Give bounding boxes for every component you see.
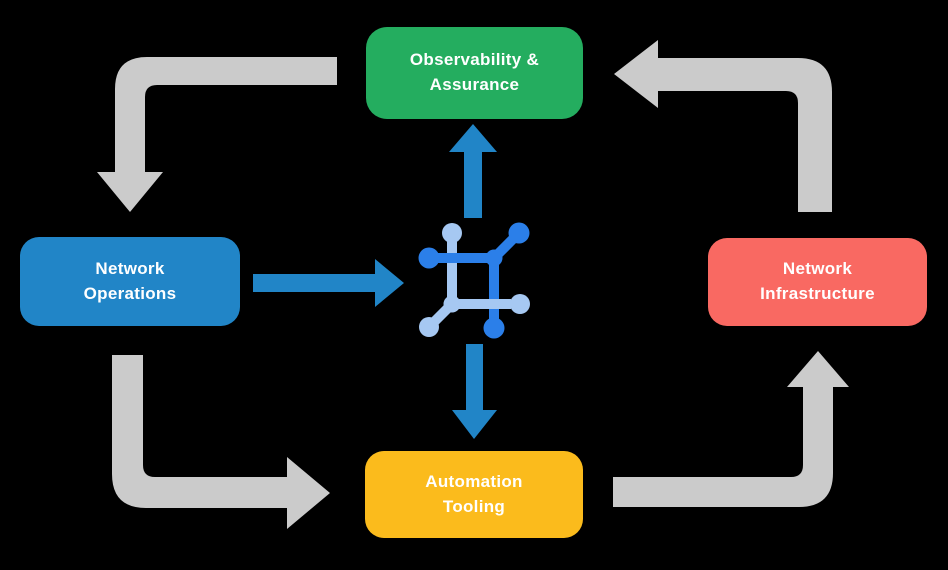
node-label-line: Infrastructure <box>760 284 875 303</box>
arrow-center-to-automation <box>452 344 497 439</box>
node-label-line: Assurance <box>429 75 520 94</box>
node-network-infrastructure: Network Infrastructure <box>708 238 927 326</box>
arrow-center-to-observability <box>449 124 497 218</box>
node-label-line: Operations <box>83 283 177 303</box>
arrow-operations-to-center <box>253 259 404 307</box>
node-label-line: Automation <box>425 471 523 491</box>
node-network-operations: Network Operations <box>20 237 240 326</box>
arrow-infrastructure-to-observability <box>614 40 832 212</box>
arrow-operations-to-automation <box>112 355 330 529</box>
node-label-line: Network <box>782 259 853 279</box>
arrow-automation-to-infrastructure <box>613 351 849 507</box>
arrow-observability-to-operations <box>97 57 337 212</box>
node-automation-tooling: Automation Tooling <box>365 451 583 538</box>
node-observability-assurance: Observability & Assurance <box>366 27 583 119</box>
node-label-line: Observability & <box>409 50 540 70</box>
network-nodes-icon <box>418 222 530 339</box>
node-label-line: Tooling <box>442 496 506 516</box>
node-label-line: Network <box>95 258 165 278</box>
